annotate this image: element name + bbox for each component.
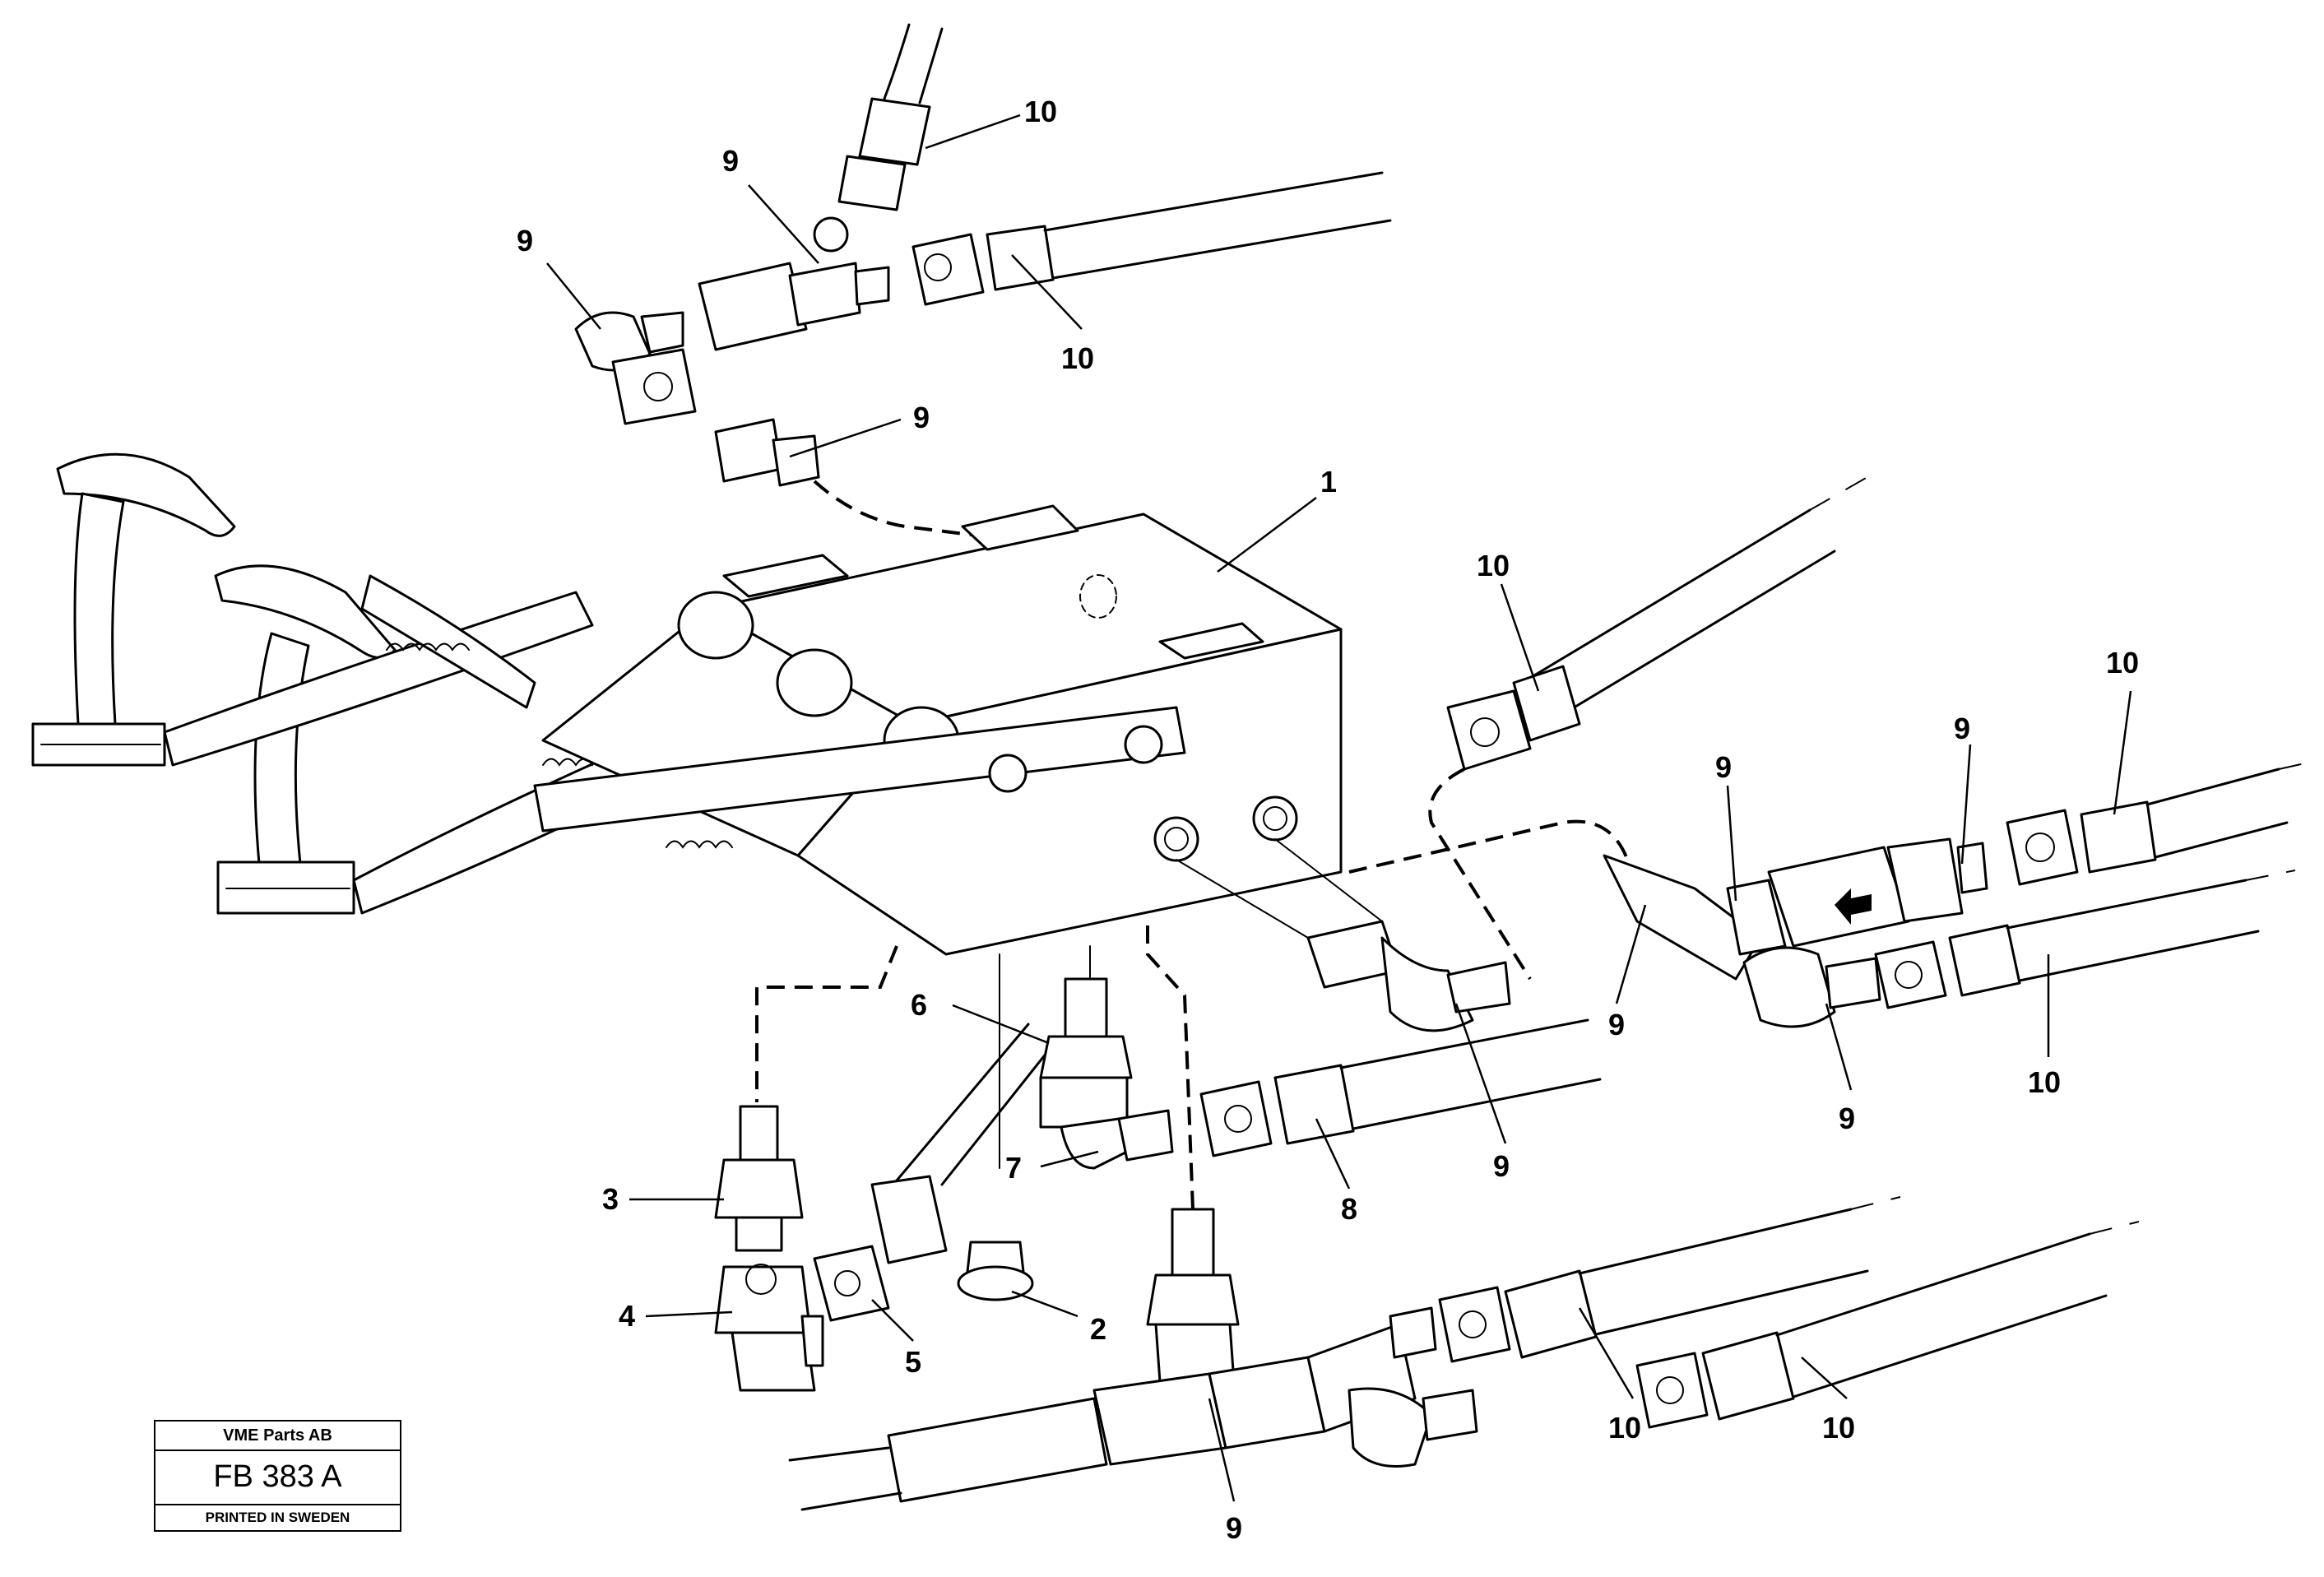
callout-2: 2 bbox=[1090, 1312, 1106, 1346]
title-block-company: VME Parts AB bbox=[155, 1422, 400, 1451]
right-hose-assembly bbox=[1176, 476, 2317, 1032]
callout-1: 1 bbox=[1320, 465, 1337, 499]
callout-10-right-upper: 10 bbox=[1477, 549, 1510, 582]
callout-9-adaptor: 9 bbox=[913, 401, 930, 434]
callout-10-bottom-mid: 10 bbox=[1608, 1411, 1641, 1445]
callout-9-elbow: 9 bbox=[1493, 1149, 1510, 1183]
part-callouts: 1 2 3 4 5 6 7 8 9 9 9 9 9 bbox=[517, 95, 2139, 1545]
callout-7: 7 bbox=[1005, 1151, 1022, 1185]
callout-10-top: 10 bbox=[1024, 95, 1057, 128]
callout-9-top: 9 bbox=[722, 144, 739, 178]
callout-10-far-right: 10 bbox=[2106, 646, 2139, 680]
callout-9-tbody: 9 bbox=[1608, 1008, 1625, 1041]
callout-5: 5 bbox=[905, 1345, 921, 1379]
callout-8: 8 bbox=[1341, 1192, 1357, 1226]
callout-9-left: 9 bbox=[517, 224, 533, 257]
title-block-printed: PRINTED IN SWEDEN bbox=[205, 1510, 350, 1525]
callout-9-upper-b: 9 bbox=[1954, 712, 1970, 745]
callout-9-lower-elbow: 9 bbox=[1839, 1102, 1855, 1135]
callout-6: 6 bbox=[911, 988, 927, 1022]
brake-pedal-assembly bbox=[31, 452, 733, 915]
brake-valve-body bbox=[533, 504, 1343, 956]
title-block: VME Parts AB FB 383 A PRINTED IN SWEDEN bbox=[154, 1420, 401, 1532]
callout-4: 4 bbox=[619, 1299, 635, 1333]
callout-9-upper-a: 9 bbox=[1715, 750, 1732, 784]
callout-10-bottom-right: 10 bbox=[1822, 1411, 1855, 1445]
callout-9-bottom: 9 bbox=[1226, 1511, 1242, 1545]
top-hose-assembly bbox=[574, 23, 1392, 536]
callout-10-top-right: 10 bbox=[1061, 341, 1094, 375]
callout-3: 3 bbox=[602, 1182, 619, 1216]
title-block-drawing-code: FB 383 A bbox=[155, 1449, 400, 1505]
lower-fittings bbox=[714, 925, 2140, 1511]
callout-10-right-lower: 10 bbox=[2028, 1065, 2061, 1099]
